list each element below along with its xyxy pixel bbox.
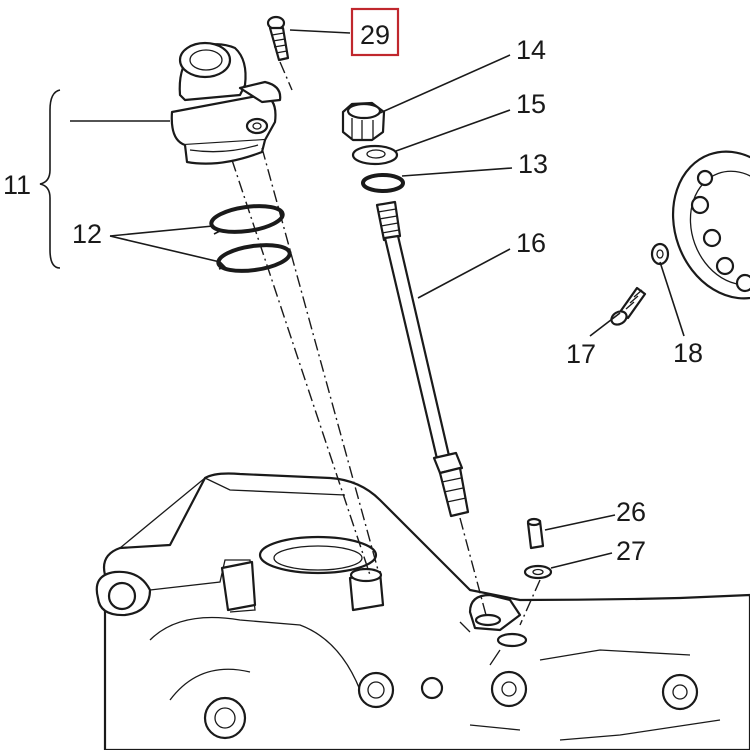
part-17-screw bbox=[610, 286, 647, 326]
callout-11[interactable]: 11 bbox=[3, 170, 31, 200]
callout-29-highlight bbox=[350, 7, 400, 57]
callout-26[interactable]: 26 bbox=[616, 497, 646, 527]
part-16-tube bbox=[375, 200, 470, 518]
part-27-washer bbox=[523, 564, 553, 580]
callout-14[interactable]: 14 bbox=[516, 35, 546, 65]
callout-15[interactable]: 15 bbox=[516, 89, 546, 119]
callout-17[interactable]: 17 bbox=[566, 339, 596, 369]
group-brace-11 bbox=[39, 89, 61, 269]
callout-27[interactable]: 27 bbox=[616, 536, 646, 566]
bearing bbox=[671, 150, 750, 300]
callout-12[interactable]: 12 bbox=[72, 219, 102, 249]
part-13-o-ring bbox=[361, 173, 405, 193]
callout-29[interactable]: 29 bbox=[360, 20, 390, 50]
callout-16[interactable]: 16 bbox=[516, 228, 546, 258]
part-15-washer bbox=[351, 144, 399, 166]
part-26-dowel bbox=[526, 517, 545, 550]
part-14-nut bbox=[341, 101, 386, 142]
part-29-screw bbox=[266, 15, 290, 62]
crankcase bbox=[95, 472, 750, 752]
part-12-o-rings bbox=[209, 204, 292, 273]
alignment-lines bbox=[231, 61, 541, 626]
leader-lines bbox=[70, 29, 685, 569]
callout-13[interactable]: 13 bbox=[518, 149, 548, 179]
part-11-body bbox=[170, 41, 282, 165]
part-18-washer bbox=[650, 242, 670, 266]
callout-18[interactable]: 18 bbox=[673, 338, 703, 368]
